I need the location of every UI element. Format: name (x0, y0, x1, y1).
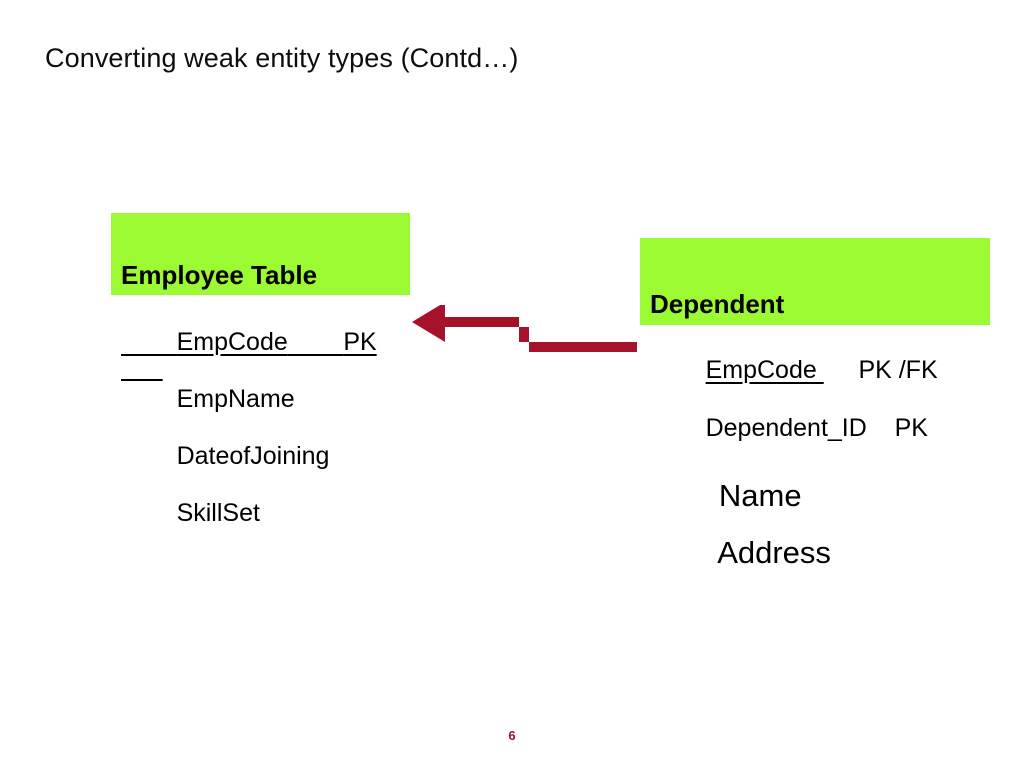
page-number: 6 (508, 728, 516, 743)
dependent-table-header: Dependent (640, 238, 990, 325)
attribute-row-empcode: EmpCode PK (121, 305, 377, 355)
attribute-name: EmpCode (705, 356, 824, 384)
dependent-attribute-list: EmpCode PK /FK Dependent_ID PK Name Addr… (650, 333, 938, 569)
dependent-table-title: Dependent (650, 289, 785, 319)
attribute-key-label: PK (894, 414, 928, 442)
attribute-row-dependent-id: Dependent_ID PK (650, 391, 938, 441)
attribute-name: Name (718, 478, 802, 513)
employee-table-title: Employee Table (121, 260, 318, 290)
attribute-name: EmpName (176, 385, 295, 413)
attribute-gap (288, 328, 344, 356)
employee-table-header: Employee Table (111, 213, 410, 295)
attribute-name: Dependent_ID (705, 414, 867, 442)
attribute-key-label: PK /FK (858, 356, 938, 384)
employee-attribute-list: EmpCode PK EmpName DateofJoining SkillSe… (121, 305, 377, 533)
attribute-name: EmpCode (176, 328, 288, 356)
attribute-gap (867, 414, 895, 442)
attribute-name: DateofJoining (176, 442, 330, 470)
attribute-row-name: Name (650, 449, 938, 511)
page-title: Converting weak entity types (Contd…) (45, 43, 519, 73)
attribute-row-address: Address (650, 506, 938, 568)
attribute-row-empname: EmpName (121, 362, 377, 412)
attribute-gap (824, 356, 859, 384)
attribute-row-skillset: SkillSet (121, 476, 377, 526)
attribute-name: Address (717, 535, 831, 570)
attribute-name: SkillSet (176, 499, 260, 527)
arrow-shape (412, 305, 637, 352)
foreign-key-arrow-icon (412, 305, 637, 352)
attribute-row-empcode-fk: EmpCode PK /FK (650, 333, 938, 383)
attribute-key-label: PK (343, 328, 377, 356)
attribute-row-dateofjoining: DateofJoining (121, 419, 377, 469)
